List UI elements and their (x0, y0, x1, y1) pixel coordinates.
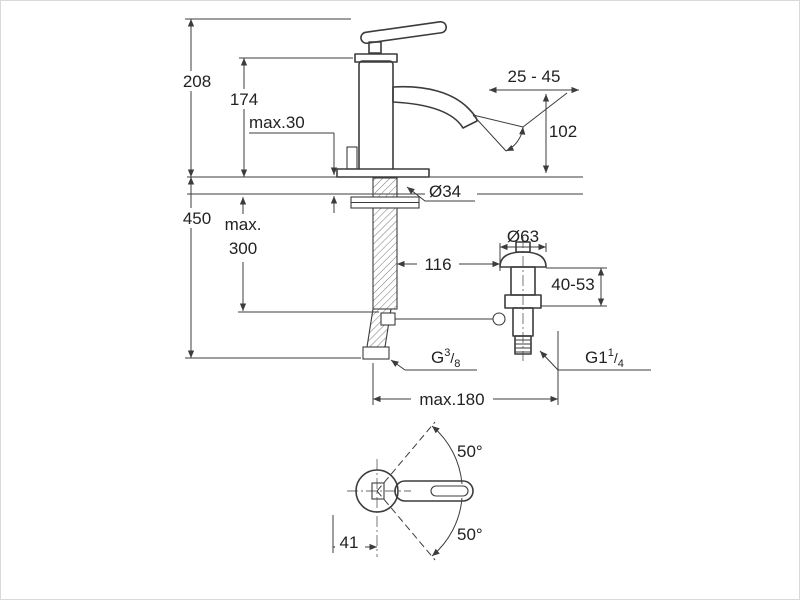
cartridge-cap (354, 53, 398, 63)
hose-thread-denominator: 8 (454, 358, 460, 370)
waste-diameter-label: Ø63 (507, 227, 539, 246)
lever-handle (360, 20, 448, 45)
dim-max180-label-bg (411, 389, 493, 409)
hose-thread-numerator: 3 (444, 347, 450, 359)
dim-41-label-bg (335, 534, 365, 550)
supply-length-label: 450 (183, 209, 211, 228)
dimensions-side-view: 208 450 174 max.30 25 - 45 102 Ø34 max. … (177, 18, 651, 409)
below-deck-max-label-2: 300 (229, 239, 257, 258)
handle-offset-label: 41 (340, 533, 359, 552)
hose-nut (362, 346, 390, 360)
waste-mount-range-label: 40-53 (551, 275, 594, 294)
waste-thread-label: G11/4 (585, 347, 624, 370)
rod-reach-label: max.180 (419, 390, 484, 409)
aerator-swivel-arc (505, 126, 526, 152)
tailpipe-threads (515, 339, 531, 353)
swing-arc-upper (431, 425, 463, 485)
hose-thread-slash: / (450, 350, 454, 366)
top-view-centerlines (347, 459, 411, 557)
waste-tailpipe (514, 335, 532, 355)
hose-thread-prefix: G (431, 348, 444, 367)
side-view (187, 20, 583, 360)
waste-thread-slash: / (614, 350, 618, 366)
dim-450-label-bg (177, 208, 217, 228)
spout (392, 85, 478, 129)
top-view: 50° 50° 41 (332, 421, 483, 561)
cartridge-top-view (371, 482, 385, 500)
dim-208-label-bg (177, 71, 217, 91)
lever-pin (368, 41, 382, 54)
base-diameter-label: Ø34 (429, 182, 461, 201)
dim-116-label-bg (417, 254, 459, 273)
lever-inner-detail (430, 485, 469, 497)
pop-up-rod-knob (346, 146, 358, 170)
swivel-upper-label: 50° (457, 442, 483, 461)
faucet-body (358, 60, 394, 170)
linkage-ball-joint (492, 312, 506, 326)
dim-174-label-bg (225, 89, 263, 109)
swing-arc-lower (431, 497, 463, 557)
waste-thread-numerator: 1 (608, 347, 614, 359)
waste-thread-leader (539, 350, 559, 371)
dim-left-extension-lines (185, 18, 361, 359)
rod-clamp (380, 312, 396, 326)
body-height-label: 174 (230, 90, 258, 109)
aerator-swivel-lines (472, 92, 568, 152)
faucet-base (336, 168, 430, 178)
dim-40-53-extensions (541, 267, 607, 307)
overall-height-label: 208 (183, 72, 211, 91)
aerator-range-label: 25 - 45 (508, 67, 561, 86)
body-top-view (355, 469, 399, 513)
deck-thickness-label: max.30 (249, 113, 305, 132)
hose-thread-label: G3/8 (431, 347, 460, 370)
hose-thread-leader (390, 359, 406, 371)
dim-o34-label-bg (425, 182, 477, 200)
center-distance-label: 116 (424, 255, 451, 274)
waste-thread-prefix: G1 (585, 348, 608, 367)
waste-flange (499, 251, 547, 268)
below-deck-max-label-1: max. (225, 215, 262, 234)
waste-thread-denominator: 4 (618, 358, 624, 370)
swivel-lower-label: 50° (457, 525, 483, 544)
dim-o34-leader (406, 186, 475, 202)
handle-swing-lines (376, 421, 436, 561)
lever-top-view (394, 480, 474, 502)
pop-up-waste (492, 237, 547, 361)
spout-height-label: 102 (549, 122, 577, 141)
